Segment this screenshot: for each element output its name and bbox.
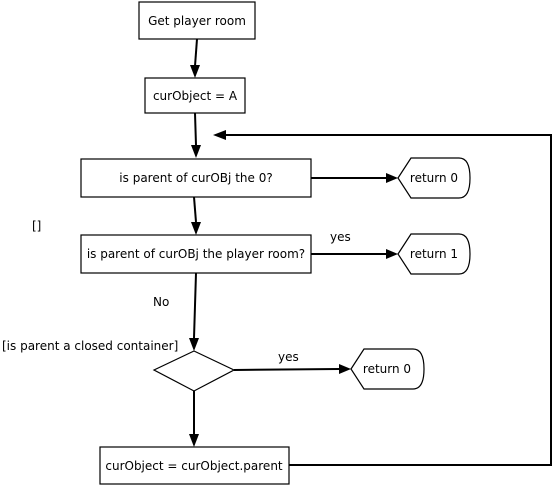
node-cur-object-parent-label: curObject = curObject.parent (105, 459, 283, 473)
annotation-closed-container: [is parent a closed container] (2, 339, 178, 353)
edge-player-room-to-decision (189, 272, 199, 351)
edge-decision-to-cur-object-parent (189, 391, 199, 447)
node-cur-object-parent: curObject = curObject.parent (99, 446, 290, 485)
edge-player-room-to-return-1 (311, 249, 398, 259)
node-return-1: return 1 (397, 233, 471, 275)
edge-label-yes-player-room: yes (330, 230, 351, 244)
node-return-0-bottom-label: return 0 (363, 362, 411, 376)
edge-label-no-player-room: No (153, 295, 169, 309)
edge-cur-object-to-parent-zero (191, 112, 201, 158)
node-return-0-bottom: return 0 (350, 348, 425, 390)
edge-parent-zero-to-return-0 (311, 173, 398, 183)
edge-loop-back (213, 130, 552, 466)
edge-decision-to-return-0 (233, 364, 351, 374)
node-parent-is-player-room-label: is parent of curOBj the player room? (87, 247, 305, 261)
node-parent-is-player-room: is parent of curOBj the player room? (80, 234, 312, 274)
edge-label-yes-closed-container: yes (278, 350, 299, 364)
node-decision-closed-container (152, 350, 236, 392)
edge-parent-zero-to-player-room (191, 196, 201, 235)
node-parent-is-zero-label: is parent of curOBj the 0? (119, 171, 272, 185)
node-return-1-label: return 1 (410, 247, 458, 261)
node-return-0-top-label: return 0 (410, 171, 458, 185)
node-return-0-top: return 0 (397, 157, 471, 199)
node-cur-object-a-label: curObject = A (153, 89, 238, 103)
node-get-player-room-label: Get player room (148, 14, 246, 28)
node-cur-object-a: curObject = A (144, 77, 246, 114)
node-get-player-room: Get player room (138, 1, 256, 40)
annotation-empty-brackets: [] (32, 219, 41, 233)
edge-get-room-to-cur-object (190, 38, 200, 78)
node-parent-is-zero: is parent of curOBj the 0? (80, 158, 312, 198)
